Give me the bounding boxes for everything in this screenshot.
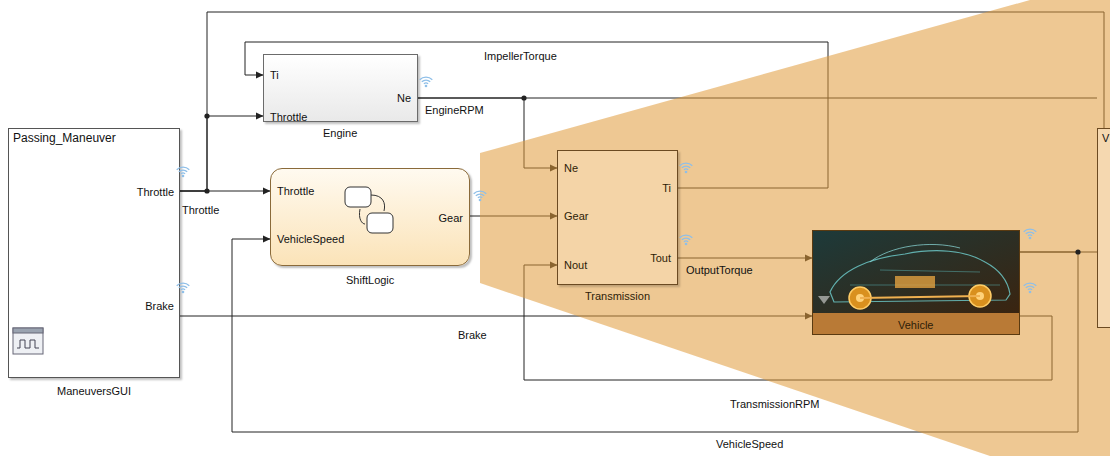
port-name: Gear bbox=[564, 210, 588, 223]
highlight-beam bbox=[480, 0, 1110, 456]
block-title: Passing_Maneuver bbox=[13, 132, 116, 145]
block-name: Transmission bbox=[585, 290, 650, 303]
port-name: Ti bbox=[662, 182, 671, 195]
signal-name: ImpellerTorque bbox=[484, 50, 557, 63]
vehicle-block: Vehicle bbox=[812, 230, 1020, 335]
signal-name: Brake bbox=[458, 329, 487, 342]
block-name: Engine bbox=[323, 127, 357, 140]
signal-name: OutputTorque bbox=[686, 264, 753, 277]
signal-line bbox=[180, 116, 263, 191]
port-name: Throttle bbox=[137, 186, 174, 199]
port-name: Nout bbox=[564, 259, 587, 272]
port-name: Ne bbox=[564, 162, 578, 175]
port-name: Throttle bbox=[270, 111, 307, 124]
port-name: Tout bbox=[650, 252, 671, 265]
block-name: ShiftLogic bbox=[346, 274, 394, 287]
port-name: Throttle bbox=[277, 185, 314, 198]
signal-name: Throttle bbox=[182, 204, 219, 217]
port-name: VehicleSpeed bbox=[277, 233, 344, 246]
signal-name: VehicleSpeed bbox=[716, 438, 783, 451]
port-name: Gear bbox=[439, 212, 463, 225]
port-name: Ne bbox=[397, 92, 411, 105]
port-name: Ti bbox=[270, 69, 279, 82]
signal-name: TransmissionRPM bbox=[730, 398, 819, 411]
stateflow-chart: ThrottleVehicleSpeedGearShiftLogic bbox=[270, 168, 470, 266]
block-name: V bbox=[1102, 132, 1109, 145]
block-name: ManeuversGUI bbox=[57, 385, 131, 398]
block-name: Vehicle bbox=[898, 319, 933, 332]
engine-block: TiThrottleNeEngine bbox=[263, 54, 418, 122]
vehicle-illustration bbox=[812, 230, 1020, 335]
partial-block: V bbox=[1097, 128, 1110, 328]
transmission-block: NeGearNoutTiToutTransmission bbox=[557, 150, 678, 285]
subsystem-block: Passing_ManeuverThrottleBrakeManeuversGU… bbox=[8, 128, 180, 378]
signal-name: EngineRPM bbox=[425, 104, 484, 117]
port-name: Brake bbox=[145, 300, 174, 313]
